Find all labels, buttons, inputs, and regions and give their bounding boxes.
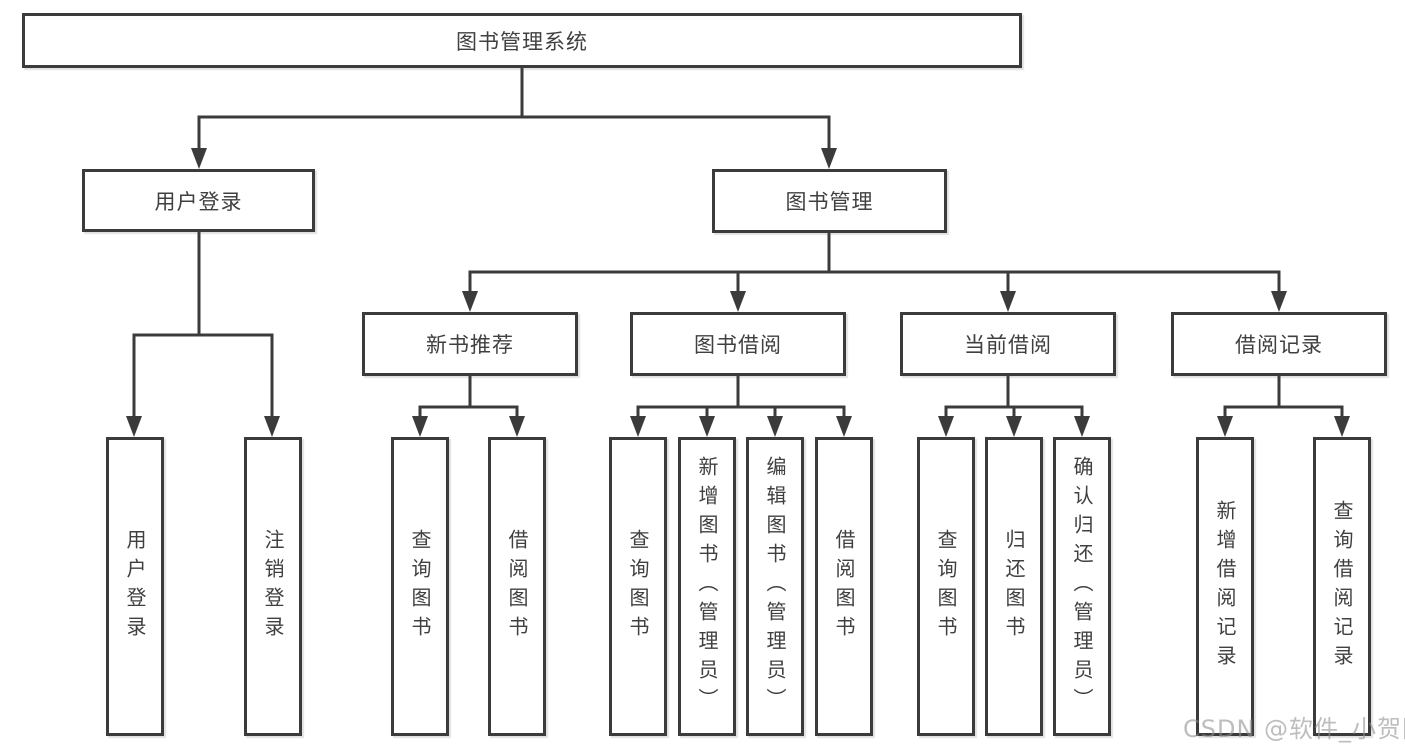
node-user-login: 用户登录: [82, 169, 315, 232]
leaf-query-books-recommend: 查询图书: [391, 437, 449, 736]
leaf-add-book-admin-label: 新增图书（管理员）: [695, 456, 719, 717]
node-new-book-recommend-label: 新书推荐: [426, 333, 514, 357]
node-current-borrowing: 当前借阅: [900, 312, 1116, 376]
leaf-borrow-books-borrowing-label: 借阅图书: [832, 528, 856, 645]
leaf-logout: 注销登录: [244, 437, 302, 736]
node-book-management: 图书管理: [712, 169, 947, 233]
leaf-add-borrow-record-label: 新增借阅记录: [1213, 499, 1237, 674]
leaf-user-login: 用户登录: [106, 437, 164, 736]
node-root: 图书管理系统: [22, 13, 1022, 68]
leaf-add-book-admin: 新增图书（管理员）: [678, 437, 736, 736]
csdn-watermark: CSDN @软件_小贺同学: [1183, 715, 1405, 743]
leaf-edit-book-admin-label: 编辑图书（管理员）: [763, 456, 787, 717]
leaf-query-borrow-record: 查询借阅记录: [1313, 437, 1371, 736]
node-user-login-label: 用户登录: [154, 189, 243, 214]
leaf-borrow-books-recommend-label: 借阅图书: [505, 528, 529, 645]
leaf-borrow-books-borrowing: 借阅图书: [815, 437, 873, 736]
leaf-add-borrow-record: 新增借阅记录: [1196, 437, 1254, 736]
leaf-return-book: 归还图书: [985, 437, 1043, 736]
node-root-label: 图书管理系统: [456, 29, 588, 54]
node-book-borrowing-label: 图书借阅: [694, 333, 782, 357]
leaf-query-books-borrowing-label: 查询图书: [626, 528, 650, 645]
node-borrowing-records-label: 借阅记录: [1235, 333, 1323, 357]
leaf-borrow-books-recommend: 借阅图书: [488, 437, 546, 736]
leaf-logout-label: 注销登录: [261, 528, 285, 645]
leaf-edit-book-admin: 编辑图书（管理员）: [746, 437, 804, 736]
leaf-query-borrow-record-label: 查询借阅记录: [1330, 499, 1354, 674]
node-new-book-recommend: 新书推荐: [362, 312, 578, 376]
leaf-query-books-recommend-label: 查询图书: [408, 528, 432, 645]
leaf-return-book-label: 归还图书: [1002, 528, 1026, 645]
node-book-borrowing: 图书借阅: [630, 312, 846, 376]
leaf-query-books-current-label: 查询图书: [934, 528, 958, 645]
leaf-query-books-borrowing: 查询图书: [609, 437, 667, 736]
leaf-confirm-return-admin-label: 确认归还（管理员）: [1070, 456, 1094, 717]
leaf-user-login-label: 用户登录: [123, 528, 147, 645]
node-borrowing-records: 借阅记录: [1171, 312, 1387, 376]
leaf-query-books-current: 查询图书: [917, 437, 975, 736]
node-current-borrowing-label: 当前借阅: [964, 333, 1052, 357]
leaf-confirm-return-admin: 确认归还（管理员）: [1053, 437, 1111, 736]
node-book-management-label: 图书管理: [785, 190, 874, 214]
